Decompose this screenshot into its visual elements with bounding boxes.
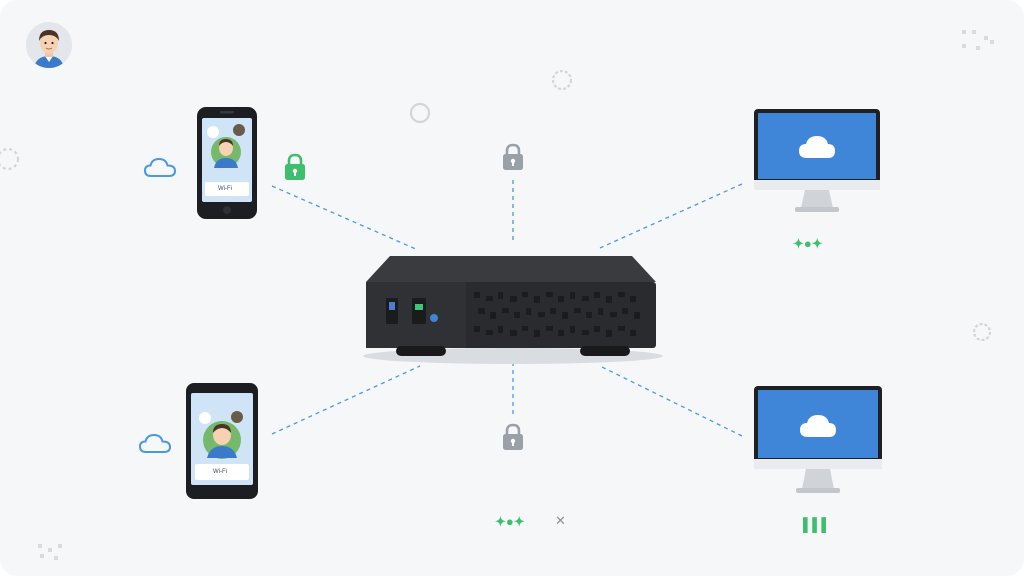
monitor-device-bottom[interactable] bbox=[753, 385, 883, 495]
status-indicator-monitor-bottom: ▌▌▌ bbox=[803, 517, 831, 532]
link-phone-bottom bbox=[271, 365, 421, 435]
monitor-device-top[interactable] bbox=[753, 108, 881, 214]
phone-device-bottom[interactable]: Wi‑Fi bbox=[185, 382, 259, 500]
loading-ring-icon bbox=[972, 322, 992, 342]
link-monitor-top bbox=[599, 183, 743, 249]
lock-icon bbox=[285, 153, 305, 180]
close-icon[interactable]: ✕ bbox=[555, 513, 566, 528]
lock-icon bbox=[503, 423, 523, 450]
cloud-icon bbox=[799, 136, 835, 158]
status-indicator-monitor-top: ✦●✦ bbox=[793, 236, 823, 251]
status-indicator-center: ✦●✦ bbox=[495, 514, 525, 529]
cloud-icon bbox=[143, 157, 177, 177]
cloud-icon bbox=[800, 415, 836, 437]
user-avatar[interactable] bbox=[26, 22, 72, 68]
link-phone-top bbox=[271, 185, 419, 251]
lock-icon bbox=[503, 143, 523, 170]
phone-caption: Wi‑Fi bbox=[218, 186, 232, 192]
link-monitor-bottom bbox=[599, 365, 743, 437]
phone-caption: Wi‑Fi bbox=[213, 469, 227, 475]
loading-ring-icon bbox=[0, 147, 20, 171]
router-device bbox=[363, 256, 663, 364]
loading-ring-icon bbox=[409, 102, 431, 124]
cloud-icon bbox=[138, 433, 172, 453]
phone-device-top[interactable]: Wi‑Fi bbox=[196, 106, 258, 220]
loading-ring-icon bbox=[551, 69, 573, 91]
